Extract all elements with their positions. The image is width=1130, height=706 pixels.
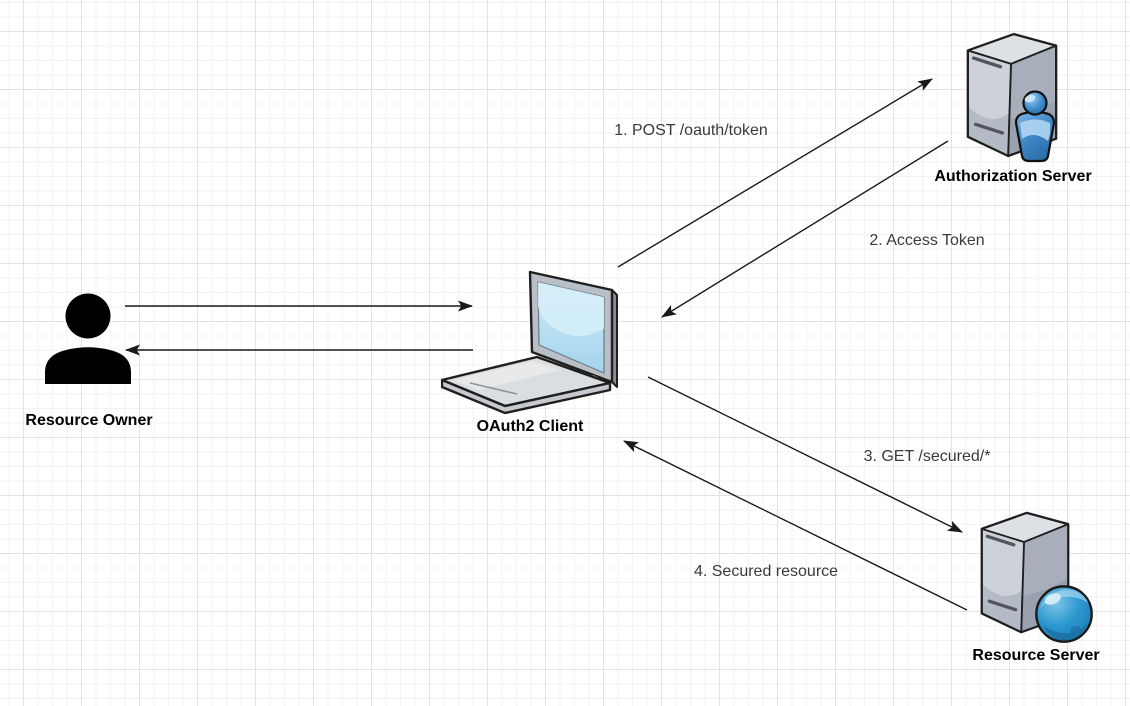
arrow-access-token	[661, 140, 949, 318]
node-label-resource-owner: Resource Owner	[25, 412, 153, 429]
edge-label-access-token: 2. Access Token	[869, 232, 985, 249]
edge-label-secured-resource: 4. Secured resource	[693, 563, 839, 580]
node-label-authorization-server: Authorization Server	[934, 168, 1092, 185]
edge-label-post-oauth-token: 1. POST /oauth/token	[614, 122, 768, 139]
laptop-icon	[441, 270, 618, 415]
node-label-resource-server: Resource Server	[972, 647, 1100, 664]
server-with-globe-icon	[980, 511, 1093, 643]
node-label-oauth2-client: OAuth2 Client	[476, 418, 584, 435]
server-with-person-icon	[966, 32, 1058, 163]
person-icon	[45, 293, 131, 384]
arrow-secured-resource	[623, 440, 968, 611]
edge-label-get-secured: 3. GET /secured/*	[863, 448, 991, 465]
